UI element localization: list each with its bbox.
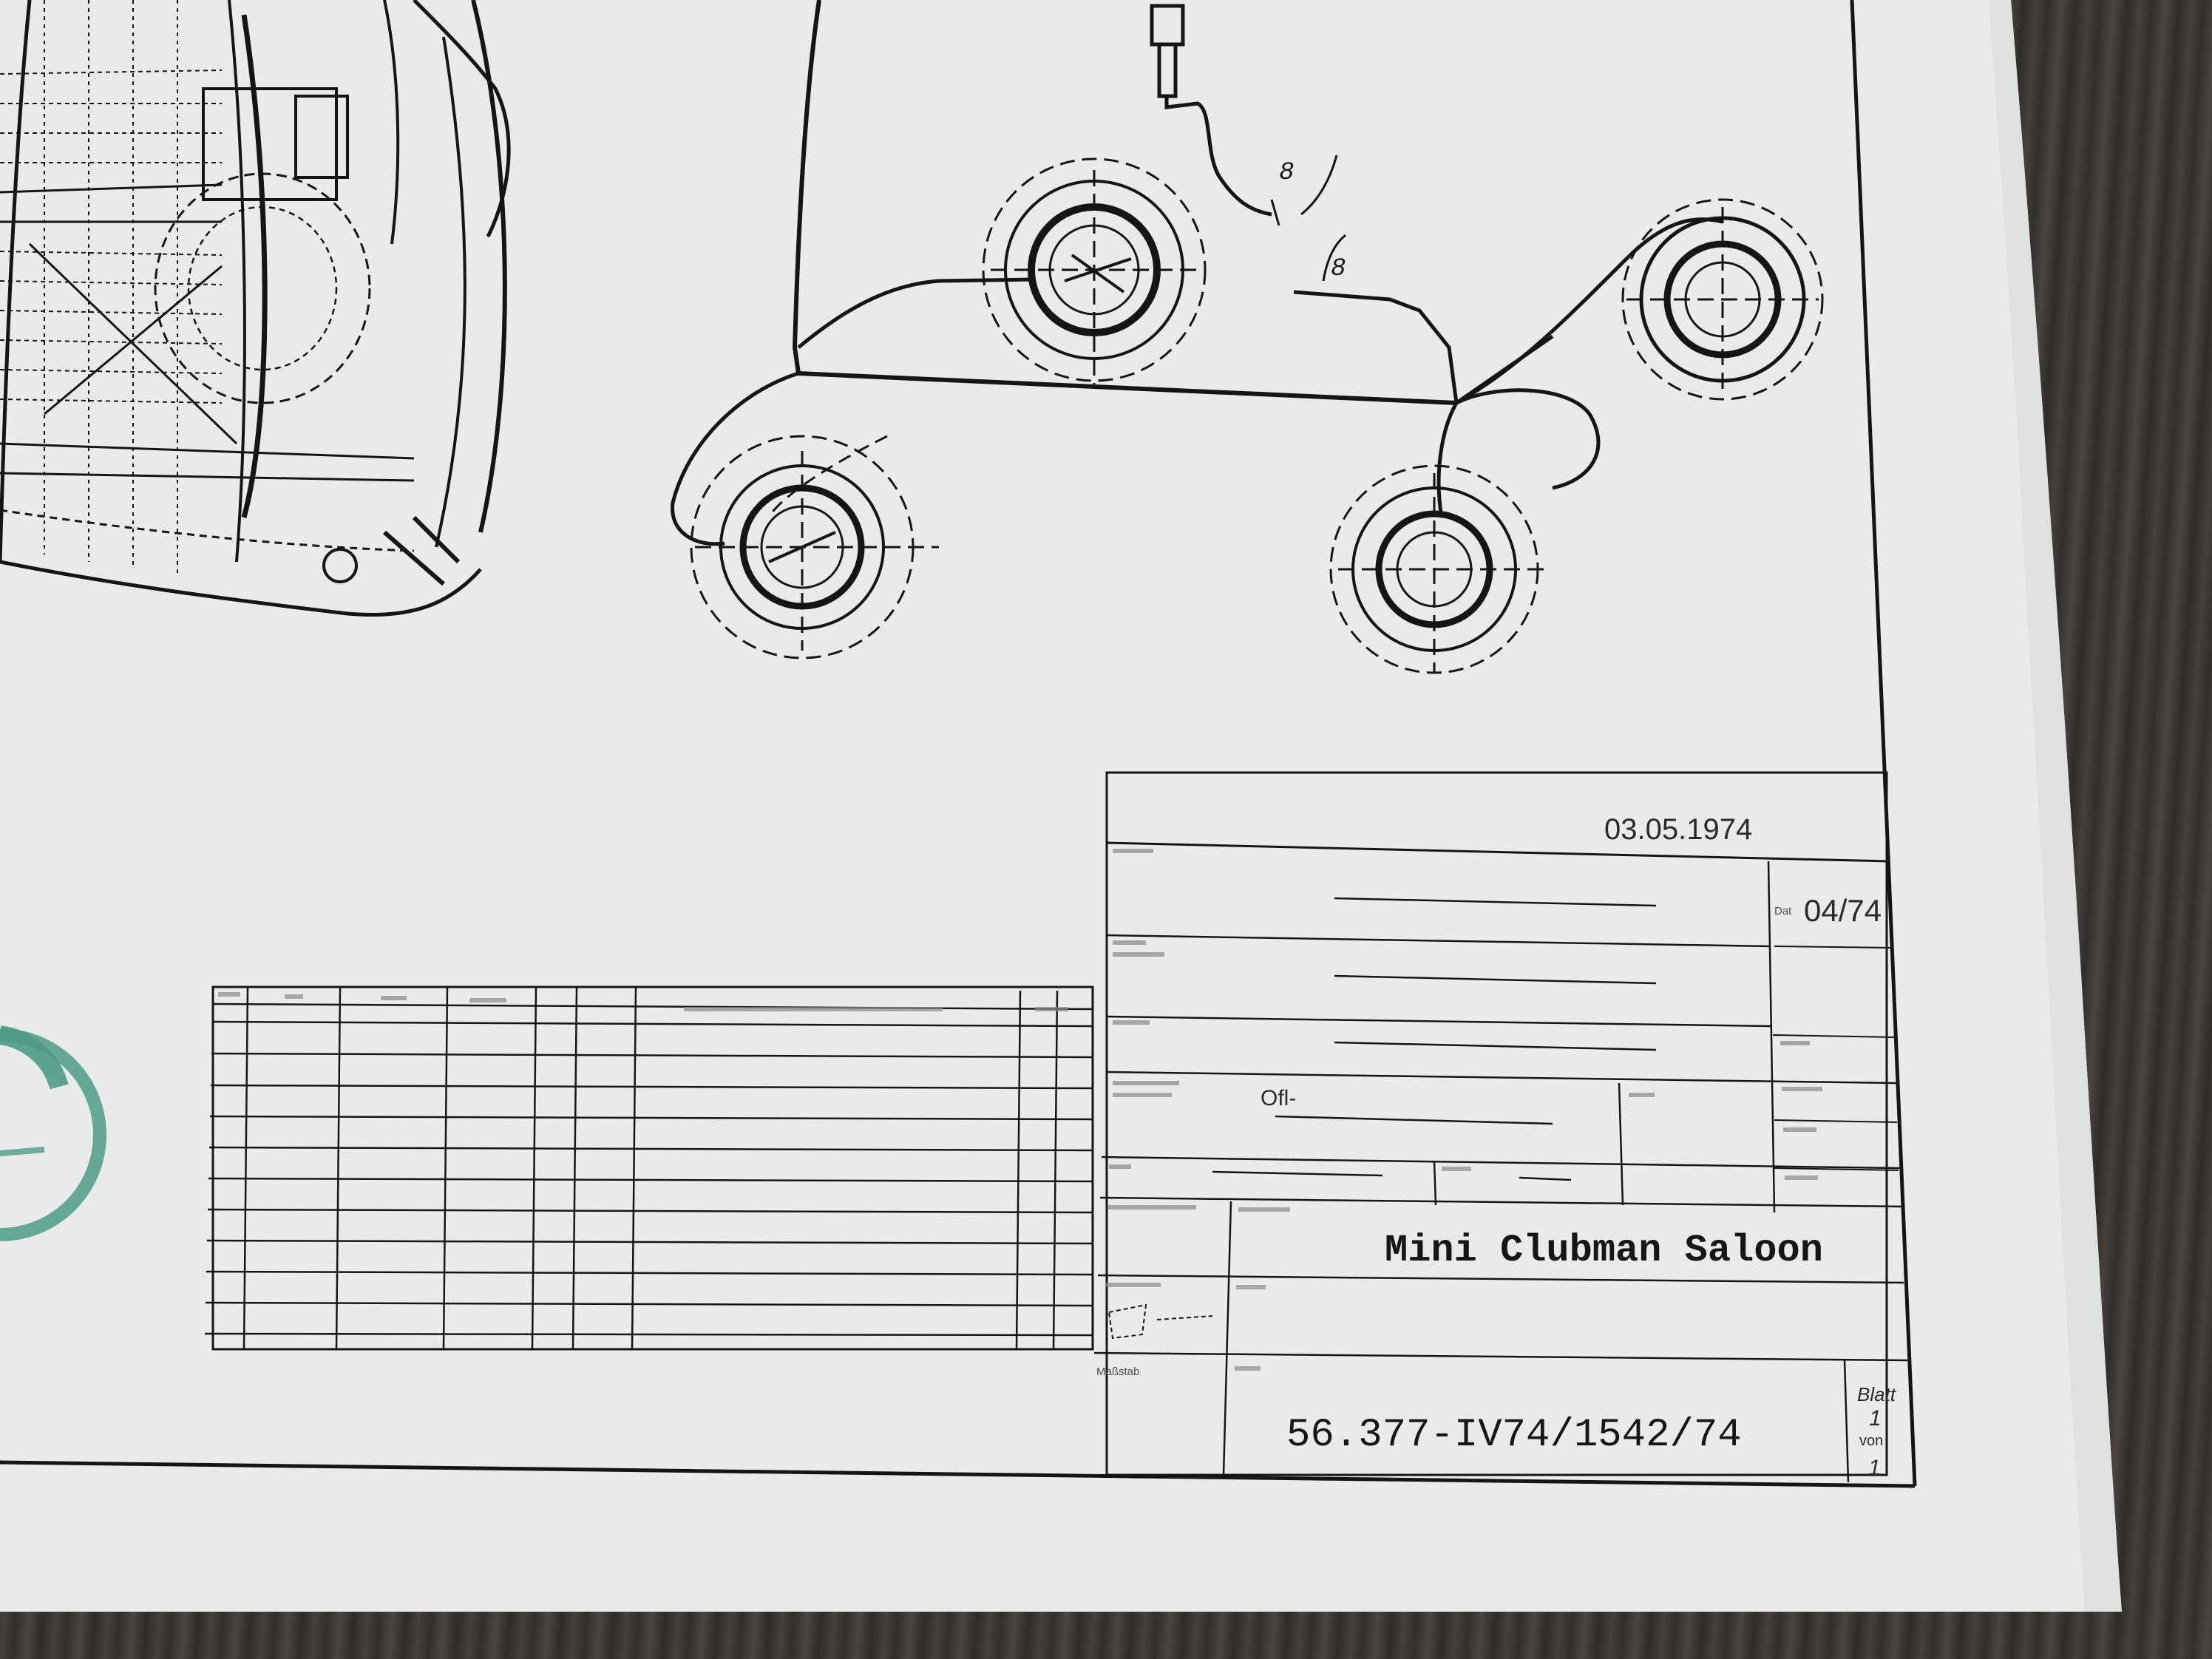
svg-text:8: 8 xyxy=(1331,255,1346,283)
title-date-full: 03.05.1974 xyxy=(1604,813,1752,846)
surface-value: Ofl- xyxy=(1261,1086,1296,1110)
sheet-label: Blatt xyxy=(1857,1383,1897,1405)
revision-table xyxy=(205,987,1093,1349)
faint-field-labels xyxy=(218,849,1822,1371)
scale-label: Maßstab xyxy=(1096,1365,1139,1378)
svg-text:8: 8 xyxy=(1279,159,1294,187)
title-date-short-prefix: Dat xyxy=(1774,905,1792,917)
wheel-rear-right xyxy=(1331,466,1545,673)
wheel-front-left xyxy=(983,159,1205,384)
manufacturer-logo xyxy=(0,1025,106,1241)
brake-circuit-schematic: 8 8 xyxy=(673,0,1822,673)
drawing-title: Mini Clubman Saloon xyxy=(1385,1229,1823,1272)
car-front-view-drawing xyxy=(0,0,509,615)
drawing-number: 56.377-IV74/1542/74 xyxy=(1286,1413,1742,1458)
wheel-front-right xyxy=(1623,200,1822,399)
title-date-short: 04/74 xyxy=(1804,893,1882,928)
sheet-number: 1 xyxy=(1869,1406,1882,1431)
wheel-rear-left xyxy=(691,436,939,658)
drawing-border xyxy=(0,0,1915,1486)
sheet-of: von xyxy=(1859,1433,1883,1449)
sheet-total: 1 xyxy=(1868,1456,1881,1480)
title-block xyxy=(1094,773,1907,1482)
